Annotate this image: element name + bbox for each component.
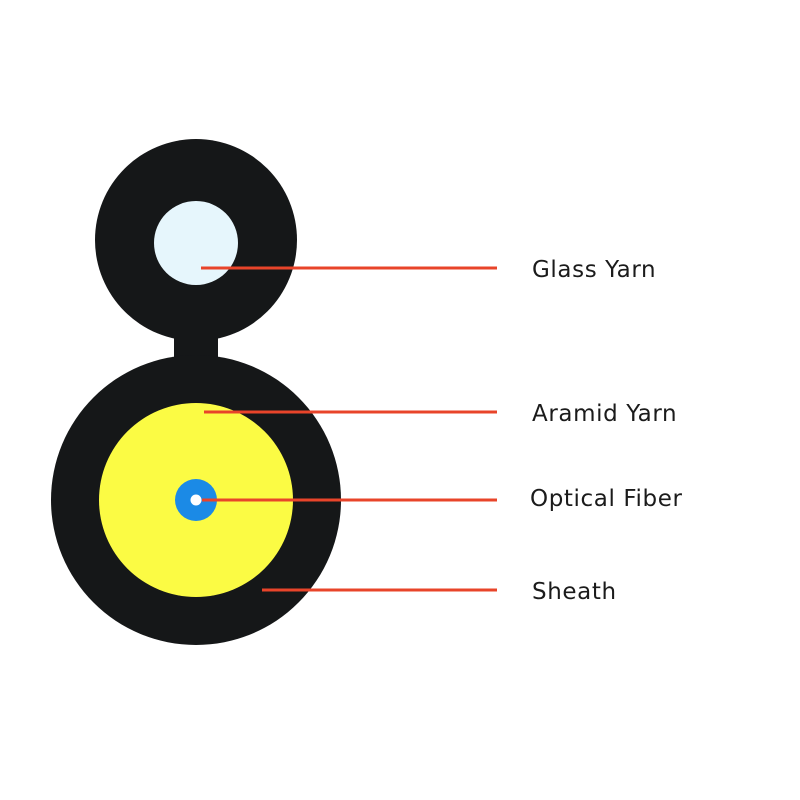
label-sheath: Sheath [532, 579, 617, 605]
optical-fiber-core [190, 494, 202, 506]
label-aramid-yarn: Aramid Yarn [532, 401, 677, 427]
glass-yarn [154, 201, 238, 285]
label-optical-fiber: Optical Fiber [530, 486, 683, 512]
label-glass-yarn: Glass Yarn [532, 257, 656, 283]
